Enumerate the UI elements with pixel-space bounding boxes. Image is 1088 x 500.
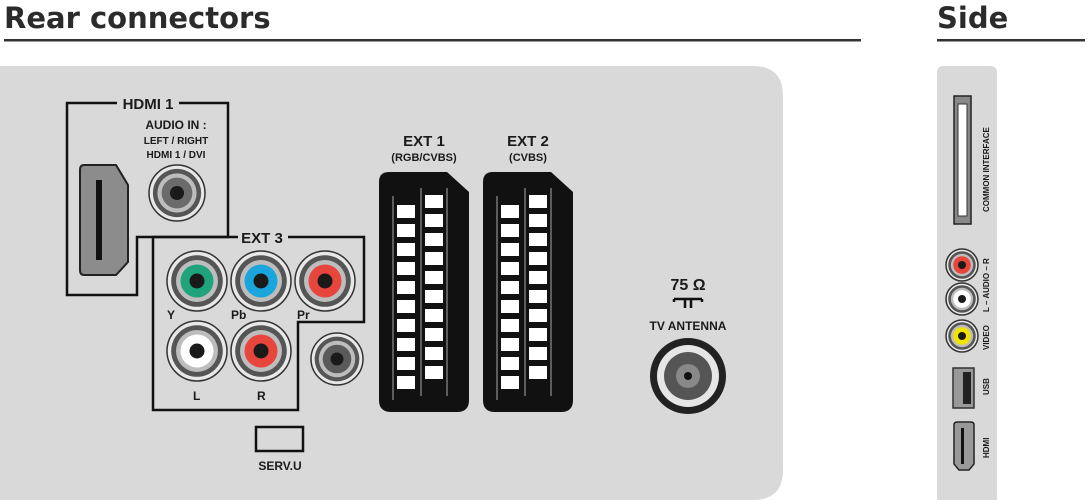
- ext1-scart-icon: [379, 172, 469, 412]
- side-audio-label: L – AUDIO – R: [982, 258, 991, 312]
- ext1-label: EXT 1: [403, 133, 445, 150]
- ext1-sublabel: (RGB/CVBS): [391, 152, 457, 164]
- serv-u-port-icon: [254, 425, 305, 453]
- ext2-label: EXT 2: [507, 133, 549, 150]
- common-interface-label: COMMON INTERFACE: [982, 126, 991, 212]
- rear-connectors-heading: Rear connectors: [4, 1, 271, 35]
- side-hdmi-label: HDMI: [982, 438, 991, 458]
- side-usb-label: USB: [982, 378, 991, 395]
- ext2-scart-icon: [483, 172, 573, 412]
- ext2-sublabel: (CVBS): [509, 152, 547, 164]
- serv-u-label: SERV.U: [258, 459, 301, 473]
- side-hdmi-port-icon: [953, 421, 975, 471]
- ext3-outline: [151, 235, 366, 412]
- side-audio-r-jack-icon: [945, 248, 979, 282]
- label-pr: Pr: [297, 308, 310, 322]
- antenna-symbol-icon: [672, 297, 704, 308]
- pr-jack-icon: [294, 250, 356, 312]
- ext3-label: EXT 3: [241, 230, 283, 247]
- y-jack-icon: [166, 250, 228, 312]
- common-interface-slot-icon: [953, 95, 972, 225]
- side-video-jack-icon: [945, 319, 979, 353]
- label-l: L: [193, 389, 200, 403]
- side-heading-rule: [937, 39, 1085, 42]
- audio-in-label: AUDIO IN :: [145, 118, 206, 132]
- label-r: R: [257, 389, 266, 403]
- label-y: Y: [167, 308, 175, 322]
- r-jack-icon: [230, 320, 292, 382]
- pb-jack-icon: [230, 250, 292, 312]
- side-audio-l-jack-icon: [945, 282, 979, 316]
- audio-in-sub1: LEFT / RIGHT: [144, 136, 208, 147]
- hdmi1-outline: [65, 101, 230, 297]
- audio-in-jack-icon: [148, 164, 206, 222]
- hdmi-port-icon: [79, 164, 129, 276]
- audio-in-sub2: HDMI 1 / DVI: [147, 150, 206, 161]
- antenna-label: TV ANTENNA: [650, 319, 727, 333]
- side-heading: Side: [937, 1, 1008, 35]
- label-pb: Pb: [231, 308, 246, 322]
- l-jack-icon: [166, 320, 228, 382]
- heading-rule: [4, 39, 861, 42]
- usb-port-icon: [952, 367, 975, 409]
- side-video-label: VIDEO: [982, 325, 991, 350]
- hdmi1-label: HDMI 1: [123, 96, 174, 113]
- side-panel: [937, 66, 997, 500]
- antenna-jack-icon: [650, 338, 726, 414]
- digital-audio-jack-icon: [310, 332, 364, 386]
- antenna-impedance-label: 75 Ω: [670, 277, 705, 294]
